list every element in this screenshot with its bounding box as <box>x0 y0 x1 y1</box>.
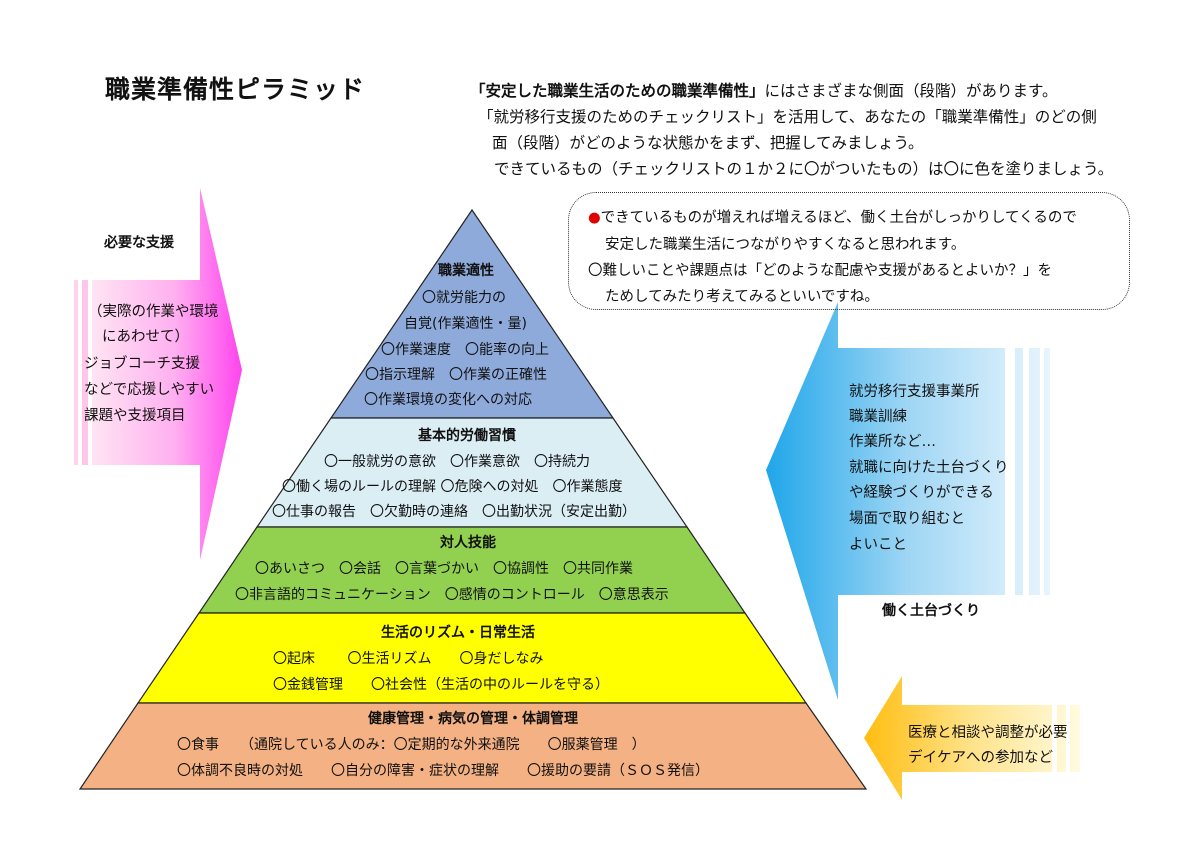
level-1-line-2: 自覚(作業適性・量) <box>404 316 527 332</box>
right-arrow-line-7: よいこと <box>849 537 907 553</box>
left-arrow-heading: 必要な支援 <box>104 235 174 251</box>
bubble-line-4: ためしてみたり考えてみるといいですね。 <box>605 289 879 305</box>
left-arrow-line-2: にあわせて） <box>102 329 189 345</box>
intro-line-1-bold: 「安定した職業生活のための職業準備性」 <box>470 82 765 100</box>
level-3-line-1: 〇あいさつ 〇会話 〇言葉づかい 〇協調性 〇共同作業 <box>255 561 633 577</box>
medical-arrow <box>864 676 1080 800</box>
intro-line-4: できているもの（チェックリストの１か２に〇がついたもの）は〇に色を塗りましょう。 <box>494 160 1114 178</box>
right-arrow-line-5: や経験づくりができる <box>849 485 994 501</box>
level-1-line-1: 〇就労能力の <box>422 290 506 306</box>
level-3-title: 対人技能 <box>440 535 496 551</box>
level-1-line-4: 〇指示理解 〇作業の正確性 <box>365 367 547 383</box>
right-arrow-line-6: 場面で取り組むと <box>849 511 965 527</box>
right-arrow-line-4: 就職に向けた土台づくり <box>849 460 1009 476</box>
level-2-line-1: 〇一般就労の意欲 〇作業意欲 〇持続力 <box>324 454 590 470</box>
level-1-title: 職業適性 <box>438 263 494 279</box>
left-arrow-line-3: ジョブコーチ支援 <box>84 356 200 372</box>
bubble-line-1: ●できているものが増えれば増えるほど、働く土台がしっかりしてくるので <box>588 206 1077 227</box>
intro-line-1: 「安定した職業生活のための職業準備性」にはさまざまな側面（段階）があります。 <box>470 78 1170 104</box>
bubble-line-2: 安定した職業生活につながりやすくなると思われます。 <box>605 237 966 253</box>
level-4-title: 生活のリズム・日常生活 <box>381 625 535 641</box>
level-1-line-5: 〇作業環境の変化への対応 <box>364 392 532 408</box>
red-bullet-icon: ● <box>588 210 601 226</box>
level-5-line-2: 〇体調不良時の対処 〇自分の障害・症状の理解 〇援助の要請（ＳＯＳ発信） <box>177 763 709 779</box>
page-title: 職業準備性ピラミッド <box>105 75 366 104</box>
level-2-line-3: 〇仕事の報告 〇欠勤時の連絡 〇出勤状況（安定出勤） <box>272 504 636 520</box>
left-support-arrow <box>74 188 242 560</box>
right-arrow-line-3: 作業所など… <box>849 434 936 450</box>
right-foundation-arrow <box>766 302 1050 700</box>
bubble-line-1-text: できているものが増えれば増えるほど、働く土台がしっかりしてくるので <box>600 210 1077 226</box>
level-2-title: 基本的労働習慣 <box>418 428 516 444</box>
right-arrow-caption: 働く土台づくり <box>882 603 980 619</box>
level-4-line-2: 〇金銭管理 〇社会性（生活の中のルールを守る） <box>273 677 609 693</box>
intro-line-1-rest: にはさまざまな側面（段階）があります。 <box>764 82 1058 100</box>
advice-bubble <box>568 192 1130 310</box>
level-5-line-1: 〇食事 （通院している人のみ：〇定期的な外来通院 〇服薬管理 ） <box>177 737 646 753</box>
left-arrow-line-4: などで応援しやすい <box>84 382 215 398</box>
right-arrow-line-1: 就労移行支援事業所 <box>849 384 980 400</box>
intro-line-2: 「就労移行支援のためのチェックリスト」を活用して、あなたの「職業準備性」のどの側 <box>478 108 1097 126</box>
bottom-arrow-line-1: 医療と相談や調整が必要 <box>908 725 1068 741</box>
level-2-line-2: 〇働く場のルールの理解 〇危険への対処 〇作業態度 <box>282 479 623 495</box>
level-1-line-3: 〇作業速度 〇能率の向上 <box>381 342 549 358</box>
right-arrow-line-2: 職業訓練 <box>849 409 907 425</box>
bubble-line-3: 〇難しいことや課題点は「どのような配慮や支援があるとよいか？」を <box>588 263 1052 279</box>
level-5-title: 健康管理・病気の管理・体調管理 <box>368 711 578 727</box>
bottom-arrow-line-2: デイケアへの参加など <box>908 750 1053 766</box>
level-4-line-1: 〇起床 〇生活リズム 〇身だしなみ <box>273 651 544 667</box>
intro-line-3: 面（段階）がどのような状態かをまず、把握してみましょう。 <box>492 134 924 152</box>
left-arrow-line-5: 課題や支援項目 <box>84 408 186 424</box>
intro-text: 「安定した職業生活のための職業準備性」にはさまざまな側面（段階）があります。 「… <box>470 78 1170 182</box>
left-arrow-line-1: （実際の作業や環境 <box>88 304 219 320</box>
level-3-line-2: 〇非言語的コミュニケーション 〇感情のコントロール 〇意思表示 <box>235 587 669 603</box>
pyramid-level-5 <box>78 702 868 790</box>
